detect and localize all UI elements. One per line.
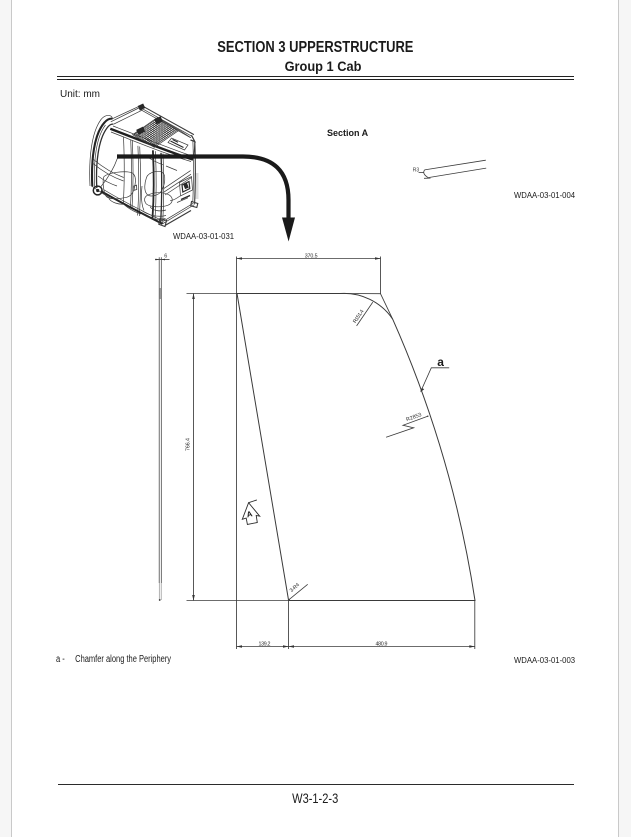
svg-text:a: a xyxy=(437,355,444,369)
svg-text:766.4: 766.4 xyxy=(185,438,191,451)
svg-text:480.9: 480.9 xyxy=(376,641,388,647)
svg-text:3-R4: 3-R4 xyxy=(289,582,301,594)
svg-text:R3: R3 xyxy=(413,167,420,173)
svg-text:A: A xyxy=(246,509,254,519)
svg-text:6: 6 xyxy=(164,254,167,260)
svg-text:R2853: R2853 xyxy=(405,412,422,423)
svg-text:139.2: 139.2 xyxy=(259,641,271,647)
svg-text:370.5: 370.5 xyxy=(305,253,318,259)
